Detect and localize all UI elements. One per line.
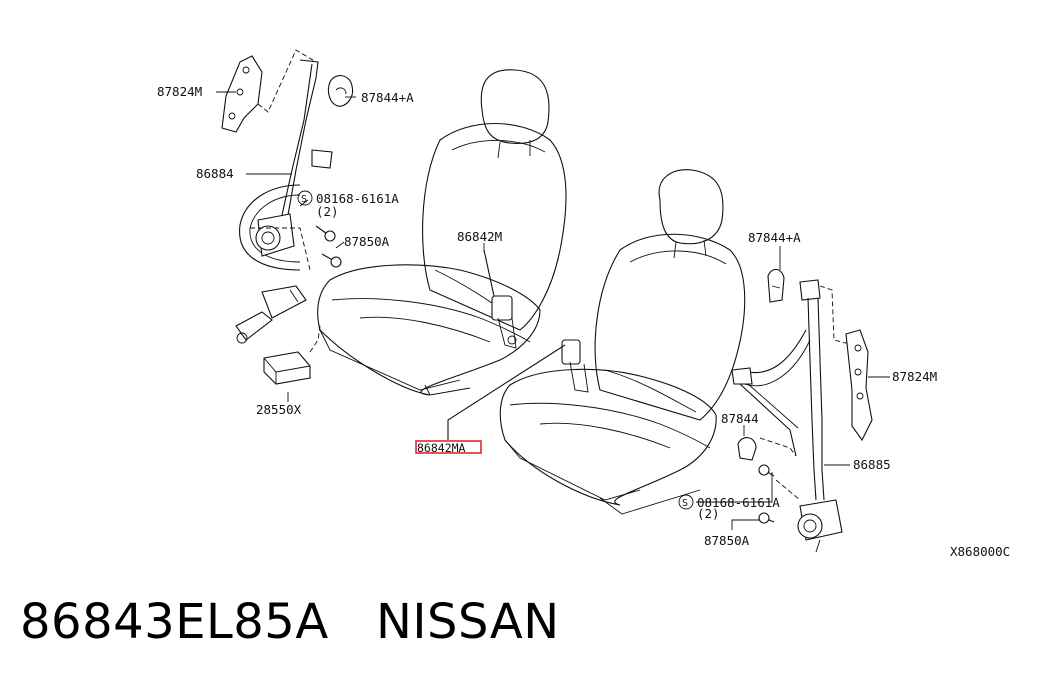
label-87844a-left: 87844+A xyxy=(361,90,414,105)
left-belt-assembly xyxy=(221,49,354,385)
leader-lines xyxy=(216,91,890,530)
label-86842ma[interactable]: 86842MA xyxy=(417,441,466,455)
label-08168-right: 08168-6161A xyxy=(697,495,780,510)
label-87824m-left: 87824M xyxy=(157,84,202,99)
caption: 86843EL85A NISSAN xyxy=(20,594,560,650)
label-08168-left: 08168-6161A xyxy=(316,191,399,206)
s-symbol-left xyxy=(297,190,313,206)
caption-gap xyxy=(329,594,376,650)
right-belt-assembly xyxy=(731,268,873,553)
diagram-ref-code: X868000C xyxy=(950,544,1010,559)
highlight-box xyxy=(415,440,482,454)
label-86842m: 86842M xyxy=(457,229,502,244)
label-86885: 86885 xyxy=(853,457,891,472)
label-qty-right: (2) xyxy=(697,506,720,521)
label-qty-left: (2) xyxy=(316,204,339,219)
label-28550x: 28550X xyxy=(256,402,302,417)
s-symbol-left-text: S xyxy=(301,194,307,205)
label-87844: 87844 xyxy=(721,411,759,426)
left-seat xyxy=(317,69,567,396)
right-seat xyxy=(447,169,746,515)
label-87844a-right: 87844+A xyxy=(748,230,801,245)
label-87850a-left: 87850A xyxy=(344,234,390,249)
label-86884: 86884 xyxy=(196,166,234,181)
caption-part-number: 86843EL85A xyxy=(20,594,329,650)
part-labels: 87824M 87844+A 86884 S 08168-6161A (2) 8… xyxy=(157,84,1010,559)
label-87850a-right: 87850A xyxy=(704,533,750,548)
caption-brand: NISSAN xyxy=(375,594,560,650)
label-87824m-right: 87824M xyxy=(892,369,937,384)
s-symbol-right-text: S xyxy=(682,498,688,509)
s-symbol-right xyxy=(678,494,694,510)
